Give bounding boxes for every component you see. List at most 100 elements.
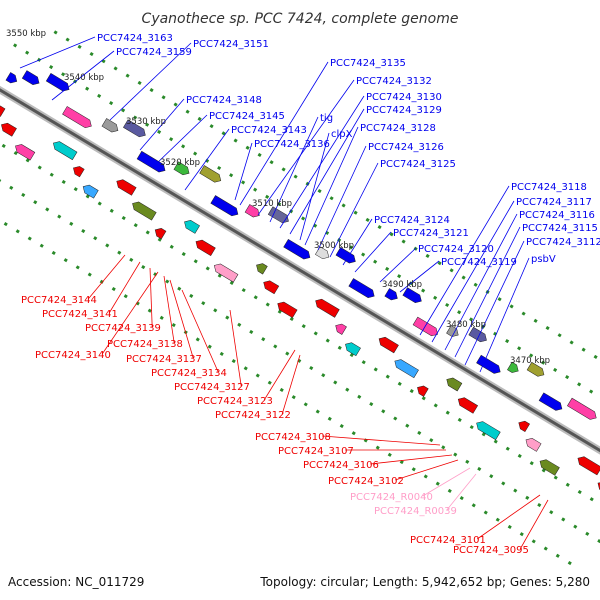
reverse-gene-label: PCC7424_R0039 bbox=[374, 506, 457, 517]
tick-dot bbox=[333, 380, 338, 385]
reverse-gene bbox=[577, 456, 600, 476]
accession-text: Accession: NC_011729 bbox=[8, 575, 144, 589]
tick-dot bbox=[49, 172, 54, 177]
reverse-leader-line bbox=[263, 349, 296, 401]
reverse-gene bbox=[597, 481, 600, 493]
reverse-gene bbox=[446, 377, 463, 392]
reverse-gene bbox=[195, 239, 216, 257]
reverse-gene bbox=[263, 280, 280, 295]
tick-dot bbox=[109, 208, 114, 213]
tick-dot bbox=[301, 324, 306, 329]
tick-dot bbox=[543, 546, 548, 551]
tick-dot bbox=[145, 122, 150, 127]
reverse-gene bbox=[539, 459, 560, 476]
tick-dot bbox=[101, 59, 106, 64]
reverse-leader-line bbox=[476, 494, 541, 540]
tick-dot bbox=[207, 344, 212, 349]
tick-dot bbox=[135, 301, 140, 306]
forward-gene-label: PCC7424_3121 bbox=[393, 228, 469, 239]
tick-dot bbox=[453, 452, 458, 457]
tick-dot bbox=[429, 438, 434, 443]
forward-gene bbox=[210, 195, 239, 217]
forward-leader-line bbox=[139, 98, 185, 151]
reverse-gene-label: PCC7424_3106 bbox=[303, 460, 379, 471]
tick-dot bbox=[245, 145, 250, 150]
tick-dot bbox=[147, 308, 152, 313]
tick-dot bbox=[501, 481, 506, 486]
tick-dot bbox=[597, 539, 600, 544]
tick-dot bbox=[133, 223, 138, 228]
tick-dot bbox=[561, 517, 566, 522]
tick-dot bbox=[361, 252, 366, 257]
tick-dot bbox=[165, 279, 170, 284]
reverse-gene-label: PCC7424_3095 bbox=[453, 545, 529, 556]
tick-dot bbox=[425, 253, 430, 258]
tick-dot bbox=[375, 445, 380, 450]
tick-dot bbox=[397, 381, 402, 386]
tick-dot bbox=[325, 338, 330, 343]
tick-dot bbox=[185, 109, 190, 114]
tick-dot bbox=[269, 160, 274, 165]
tick-dot bbox=[97, 201, 102, 206]
tick-dot bbox=[385, 266, 390, 272]
tick-dot bbox=[589, 389, 594, 394]
tick-dot bbox=[117, 250, 122, 255]
reverse-gene bbox=[132, 201, 157, 221]
forward-gene-label: PCC7424_3115 bbox=[522, 223, 598, 234]
tick-dot bbox=[249, 329, 254, 335]
tick-dot bbox=[529, 461, 534, 466]
tick-dot bbox=[545, 325, 550, 331]
reverse-leader-line bbox=[370, 454, 453, 465]
reverse-gene bbox=[82, 184, 99, 199]
tick-dot bbox=[507, 524, 512, 530]
tick-dot bbox=[237, 322, 242, 327]
tick-dot bbox=[25, 50, 30, 55]
tick-dot bbox=[75, 265, 80, 270]
forward-leader-line bbox=[289, 108, 365, 235]
forward-gene bbox=[62, 106, 92, 129]
tick-dot bbox=[145, 230, 150, 235]
tick-dot bbox=[505, 338, 510, 344]
tick-dot bbox=[341, 203, 346, 208]
forward-gene-label: PCC7424_3148 bbox=[186, 95, 262, 106]
tick-dot bbox=[65, 37, 70, 42]
tick-dot bbox=[57, 214, 62, 219]
tick-dot bbox=[521, 311, 526, 316]
tick-dot bbox=[417, 430, 422, 435]
reverse-gene bbox=[1, 122, 17, 137]
forward-gene-label: PCC7424_3163 bbox=[97, 33, 173, 44]
kbp-label: 3520 kbp bbox=[160, 158, 200, 168]
reverse-gene-label: PCC7424_3144 bbox=[21, 295, 97, 306]
forward-gene bbox=[267, 206, 289, 224]
reverse-gene bbox=[417, 385, 429, 397]
forward-gene bbox=[123, 119, 146, 138]
reverse-gene-label: PCC7424_3140 bbox=[35, 350, 111, 361]
tick-dot bbox=[137, 80, 142, 85]
tick-dot bbox=[61, 72, 66, 77]
tick-dot bbox=[385, 374, 390, 379]
tick-dot bbox=[421, 288, 426, 293]
tick-dot bbox=[219, 351, 224, 356]
forward-gene bbox=[45, 72, 70, 92]
tick-dot bbox=[473, 282, 478, 287]
tick-dot bbox=[201, 301, 206, 306]
reverse-leader-line bbox=[101, 271, 159, 355]
forward-gene-label: PCC7424_3128 bbox=[360, 123, 436, 134]
map-title: Cyanothece sp. PCC 7424, complete genome bbox=[142, 11, 459, 27]
reverse-gene bbox=[394, 359, 419, 379]
forward-gene bbox=[526, 361, 545, 377]
kbp-label: 3490 kbp bbox=[382, 280, 422, 290]
tick-dot bbox=[241, 288, 246, 293]
forward-gene bbox=[101, 118, 119, 133]
tick-dot bbox=[585, 531, 590, 536]
forward-gene bbox=[446, 325, 459, 337]
forward-gene bbox=[384, 288, 398, 301]
tick-dot bbox=[557, 333, 562, 338]
tick-dot bbox=[433, 295, 438, 300]
tick-dot bbox=[525, 495, 530, 500]
tick-dot bbox=[213, 308, 218, 313]
tick-dot bbox=[353, 210, 358, 215]
tick-dot bbox=[489, 474, 494, 479]
reverse-leader-line bbox=[149, 267, 153, 328]
reverse-gene bbox=[52, 141, 78, 161]
